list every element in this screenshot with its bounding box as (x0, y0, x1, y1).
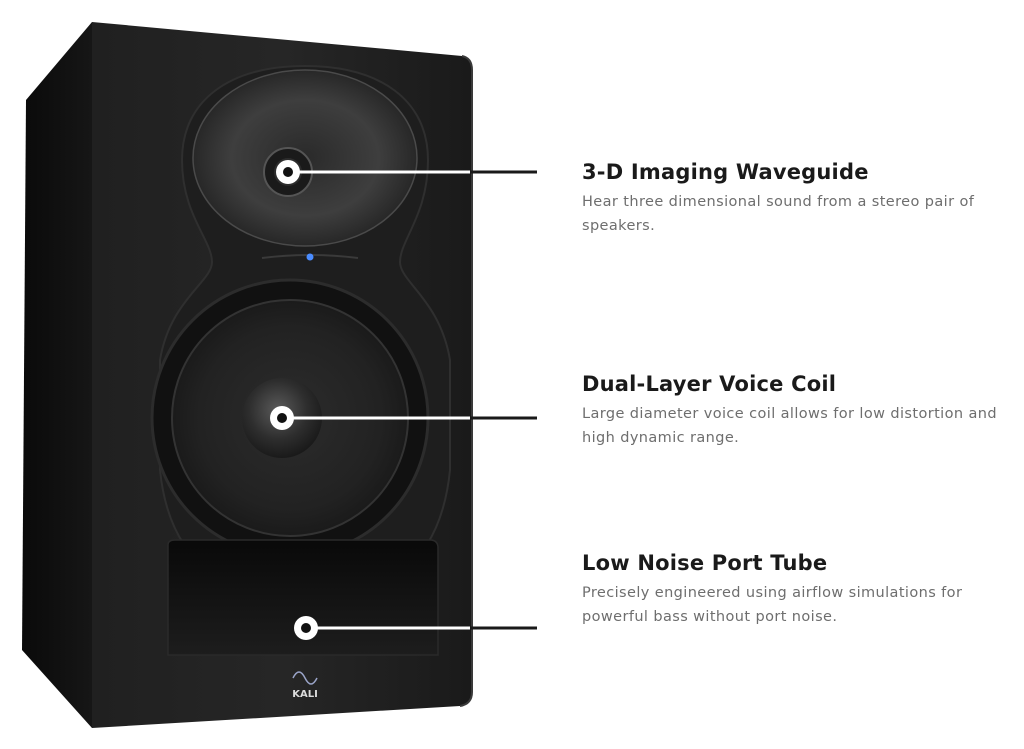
feature-description: Large diameter voice coil allows for low… (582, 406, 997, 446)
feature-voice-coil: Dual-Layer Voice Coil Large diameter voi… (582, 372, 1018, 450)
feature-port-tube: Low Noise Port Tube Precisely engineered… (582, 551, 1018, 629)
cabinet-side (22, 22, 92, 728)
feature-description: Hear three dimensional sound from a ster… (582, 194, 975, 234)
callout-voice-coil (270, 406, 537, 430)
brand-logo: KALI (292, 671, 318, 700)
power-led (306, 253, 314, 261)
feature-title: Low Noise Port Tube (582, 551, 828, 575)
feature-description: Precisely engineered using airflow simul… (582, 585, 963, 625)
wave-logo-icon (292, 671, 318, 685)
callout-port-tube (294, 616, 537, 640)
feature-title: 3-D Imaging Waveguide (582, 160, 869, 184)
feature-title: Dual-Layer Voice Coil (582, 372, 837, 396)
callout-waveguide (276, 160, 537, 184)
feature-waveguide: 3-D Imaging Waveguide Hear three dimensi… (582, 160, 1018, 238)
brand-logo-text: KALI (292, 689, 318, 700)
port-tube (167, 539, 439, 656)
